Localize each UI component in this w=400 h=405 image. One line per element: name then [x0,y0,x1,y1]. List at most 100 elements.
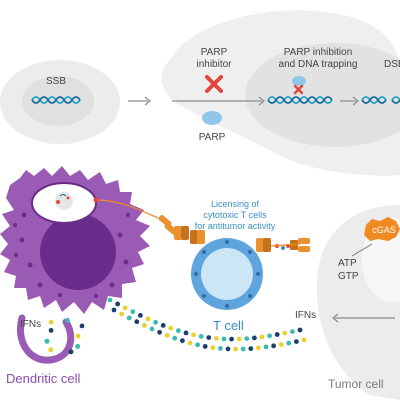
parp-protein-icon [202,111,222,125]
ifn-dot [48,319,54,325]
ifn-dot [206,335,212,340]
arrow-parp-to-trapping [172,96,265,106]
ifn-dot [130,309,136,315]
ifn-dot [286,340,292,346]
dendritic-granules [13,212,130,298]
antigen-dot [93,197,99,203]
ifn-dot [259,334,265,340]
ifn-dot [79,323,85,329]
ifn-dot [183,330,189,336]
ifn-dot [176,328,181,334]
ifn-dot [168,325,174,331]
ifn-dot [240,346,246,352]
ifn-dot [164,333,170,338]
t-cell-label: T cell [213,318,244,333]
ifn-dot [115,301,120,307]
t-cell-receptor-right [256,238,301,252]
cgas-enzyme: cGAS [364,217,400,241]
dendritic-cell-label: Dendritic cell [6,371,81,386]
ifn-dot [172,335,178,341]
ifn-receptor-loop [17,314,75,364]
ifn-dot [138,313,143,318]
ifn-dot [119,311,124,317]
ifn-dot [256,345,261,351]
parp-inhibitor-label-line2: inhibitor [196,59,232,70]
arrow-trapping-to-dsb [340,96,359,106]
tumor-cell-label: Tumor cell [328,377,384,391]
ifn-dot [271,343,276,349]
ifn-dot [202,344,208,349]
parp-trapping-label-line2: and DNA trapping [279,59,358,70]
trapped-x-icon [293,84,304,95]
ifn-dot-stream [44,297,307,355]
ifn-dot [75,344,80,349]
ifn-dot [282,330,288,336]
ifn-dot [195,342,201,348]
parp-trapping-label-line1: PARP inhibition [284,47,353,58]
ifn-dot [214,336,219,341]
ifn-dot [153,319,159,325]
parp-inhibitor-label-line1: PARP [201,47,228,58]
trapped-parp-icon [292,76,306,86]
ifn-dot [44,338,50,344]
ifn-dot [111,307,117,313]
ifn-dot [65,317,70,323]
ifn-dot [244,336,250,341]
inhibitor-x-icon [205,75,223,93]
arrow-tumor-to-ifns [332,313,395,323]
ifn-dot [225,346,231,352]
cgas-label: cGAS [372,225,396,235]
ifn-dot [48,347,54,353]
dna-helix-ssb [31,96,81,104]
arrow-ssb-to-parp [128,96,151,106]
ifn-dot [229,336,235,342]
t-cell [191,238,263,310]
ifn-dot [274,332,280,337]
ifn-dot [278,342,284,347]
ifn-dot [145,316,151,322]
ssb-nucleus [22,76,94,126]
ifn-dot [198,334,204,339]
dendritic-nucleus [40,214,116,290]
ifn-dot [210,345,216,350]
dendritic-vesicle [31,182,97,224]
tumor-receptor [281,238,310,252]
atp-label: ATP [338,258,357,269]
trapping-nucleus [245,43,400,147]
t-cell-receptor-left [190,230,205,244]
ifn-dot [236,336,242,342]
ifn-dot [107,297,113,303]
ifn-dot [263,344,269,350]
ifn-dot [149,326,155,332]
ifn-dot [68,349,74,355]
parp-label: PARP [199,132,226,143]
dna-helix-broken [361,96,400,104]
ifns-dendritic-label: IFNs [20,319,41,330]
ifn-dot [218,346,223,351]
ifn-dot [297,327,303,333]
licensing-label-line3: for antitumor activity [195,221,276,231]
gtp-label: GTP [338,271,359,282]
ifn-dot [180,338,185,344]
licensing-label-line2: cytotoxic T cells [203,210,267,220]
ifn-dot [122,305,128,311]
ifn-dot [134,319,140,325]
ifn-dot [187,340,193,346]
antigen-line [95,199,159,219]
licensing-label-line1: Licensing of [211,199,260,209]
ifn-dot [126,315,132,321]
ifn-dot [191,332,197,338]
ifn-dot [160,323,166,328]
ifn-dot [248,346,254,351]
ifn-dot [252,335,257,341]
ifn-dot [301,337,307,343]
dsb-label: DSB [384,59,400,70]
ifn-dot [290,329,295,334]
ifn-dot [157,329,163,335]
ifn-dot [75,333,81,339]
ifn-dot [48,328,54,333]
ssb-label: SSB [46,76,66,87]
ifn-dot [221,336,227,342]
